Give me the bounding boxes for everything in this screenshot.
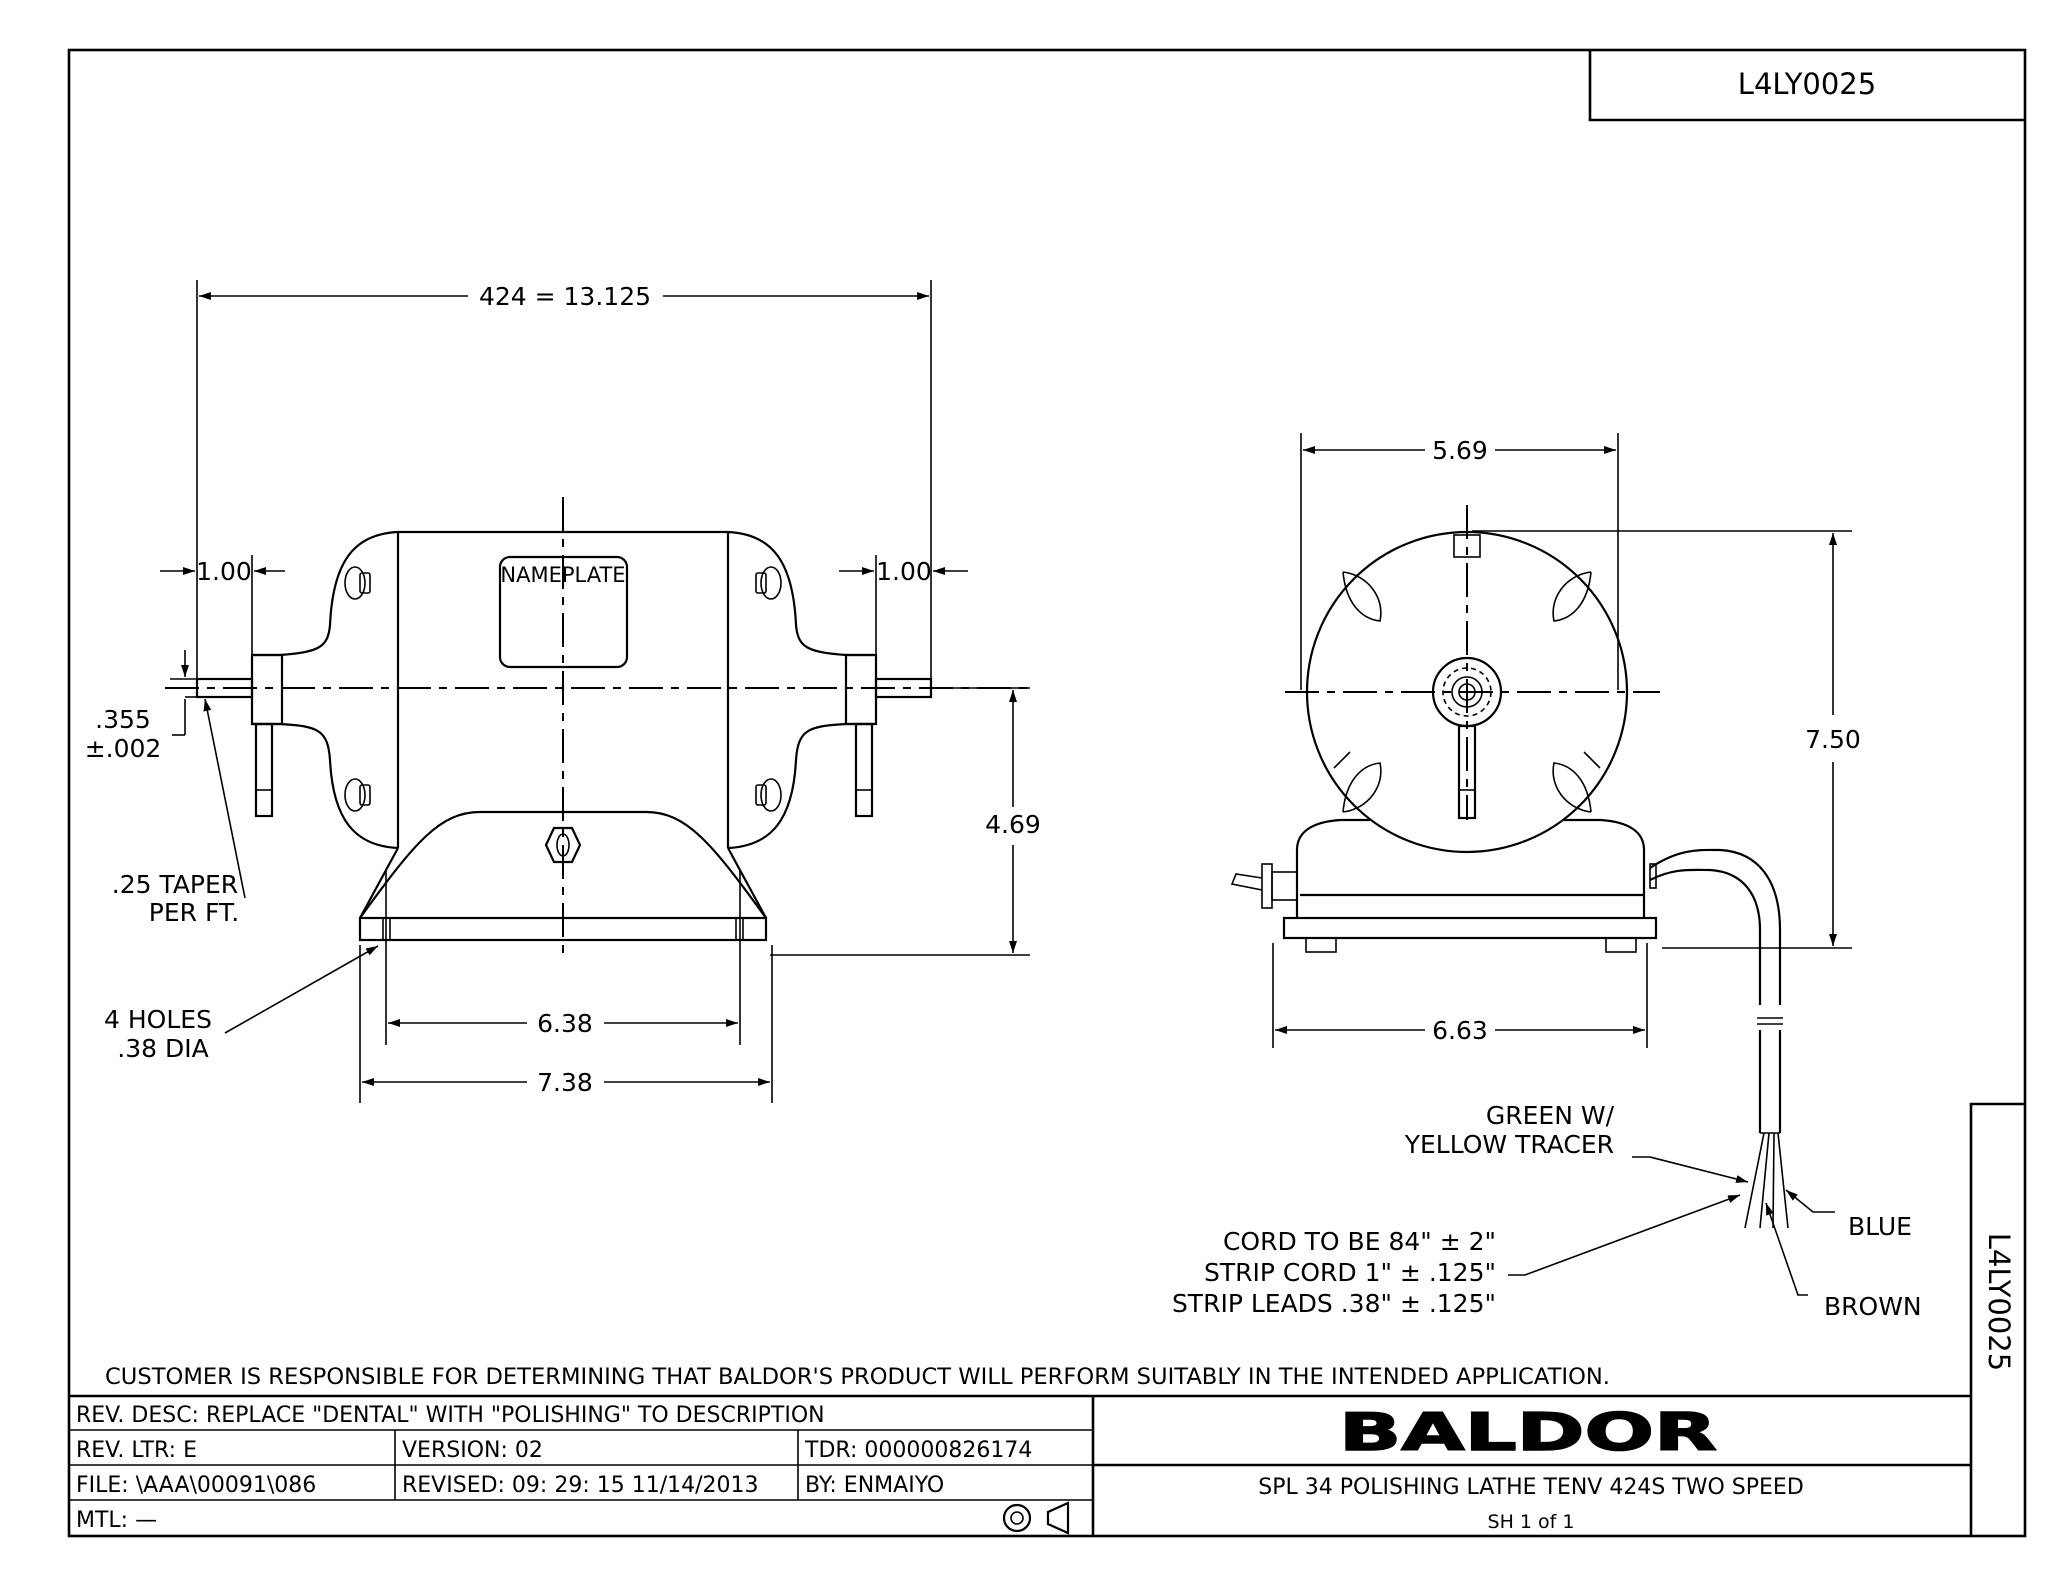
right-end-slots	[755, 566, 782, 812]
drawn-by: BY: ENMAIYO	[805, 1473, 944, 1498]
dim-shaft-left: 1.00	[160, 555, 285, 655]
tdr: TDR: 000000826174	[804, 1438, 1032, 1463]
revised-date: REVISED: 09: 29: 15 11/14/2013	[402, 1473, 759, 1498]
cord-note-2: STRIP CORD 1" ± .125"	[1204, 1258, 1496, 1287]
cord-note-1: CORD TO BE 84" ± 2"	[1223, 1227, 1496, 1256]
side-drawing-number: L4LY0025	[1982, 1233, 2016, 1371]
nameplate-label: NAMEPLATE	[500, 563, 625, 587]
dim-width-side: 5.69	[1300, 433, 1619, 690]
shaft-ext-left-label: 1.00	[196, 557, 252, 586]
sheet-number: SH 1 of 1	[1488, 1511, 1575, 1533]
file-path: FILE: \AAA\00091\086	[76, 1473, 316, 1498]
taper-label-1: .25 TAPER	[112, 870, 238, 899]
base-width-front-label: 7.38	[537, 1068, 593, 1097]
dim-overall-length: 424 = 13.125	[196, 280, 932, 680]
taper-note: .25 TAPER PER FT.	[112, 698, 246, 927]
end-bell-bosses	[1333, 571, 1601, 813]
nameplate: NAMEPLATE	[498, 555, 629, 669]
drawing-number: L4LY0025	[1738, 67, 1876, 101]
taper-label-2: PER FT.	[149, 898, 239, 927]
dim-height-side: 7.50	[1472, 530, 1861, 949]
material: MTL: —	[76, 1508, 157, 1533]
green-lead-label-1: GREEN W/	[1486, 1101, 1615, 1130]
version: VERSION: 02	[402, 1438, 543, 1463]
projection-symbol	[1002, 1501, 1070, 1535]
baldor-logo: BALDOR	[1339, 1403, 1717, 1463]
wiring-notes: GREEN W/ YELLOW TRACER BLUE BROWN CORD T…	[1172, 1101, 1922, 1321]
left-end-slots	[344, 566, 371, 812]
dim-shaft-right: 1.00	[839, 555, 968, 655]
rev-desc: REV. DESC: REPLACE "DENTAL" WITH "POLISH…	[76, 1403, 825, 1428]
hole-spacing-label: 6.38	[537, 1009, 593, 1038]
product-description: SPL 34 POLISHING LATHE TENV 424S TWO SPE…	[1258, 1475, 1804, 1500]
sheet-border	[67, 48, 2027, 1538]
shaft-end	[1431, 656, 1503, 820]
motor-body-front	[252, 530, 874, 850]
holes-note: 4 HOLES .38 DIA	[104, 945, 379, 1063]
brown-lead-label: BROWN	[1824, 1292, 1922, 1321]
shaft-dia-label-1: .355	[95, 705, 151, 734]
dim-height-front: 4.69	[770, 687, 1041, 956]
title-block: REV. DESC: REPLACE "DENTAL" WITH "POLISH…	[69, 1394, 1971, 1536]
holes-label-1: 4 HOLES	[104, 1005, 212, 1034]
shaft-dia-label-2: ±.002	[85, 734, 162, 763]
green-lead-label-2: YELLOW TRACER	[1404, 1130, 1614, 1159]
power-cord	[1649, 848, 1789, 1229]
switch-nut	[544, 826, 582, 864]
dim-hole-spacing: 6.38	[385, 870, 741, 1045]
left-flange-shaft	[195, 653, 284, 818]
drawing-number-box: L4LY0025	[1588, 50, 2025, 122]
side-view: 5.69 7.50 6.63 GREEN W/ YELLOW TRACER BL…	[1172, 433, 1922, 1321]
disclaimer: CUSTOMER IS RESPONSIBLE FOR DETERMINING …	[105, 1365, 1610, 1390]
height-side-label: 7.50	[1805, 725, 1861, 754]
dim-base-width-front: 7.38	[359, 945, 773, 1103]
base-width-side-label: 6.63	[1432, 1016, 1488, 1045]
dim-shaft-dia: .355 ±.002	[85, 650, 197, 763]
holes-label-2: .38 DIA	[117, 1034, 208, 1063]
side-number-box: L4LY0025	[1969, 1102, 2025, 1536]
front-view: NAMEPLATE	[85, 280, 1041, 1103]
dim-base-width-side: 6.63	[1272, 943, 1648, 1048]
base-front	[358, 810, 768, 942]
base-side	[1230, 818, 1658, 953]
end-bell-circle	[1305, 530, 1629, 854]
blue-lead-label: BLUE	[1848, 1212, 1912, 1241]
right-flange-shaft	[844, 653, 933, 818]
width-side-label: 5.69	[1432, 436, 1488, 465]
overall-length-label: 424 = 13.125	[479, 282, 651, 311]
height-front-label: 4.69	[985, 810, 1041, 839]
shaft-ext-right-label: 1.00	[876, 557, 932, 586]
rev-ltr: REV. LTR: E	[76, 1438, 197, 1463]
cord-note-3: STRIP LEADS .38" ± .125"	[1172, 1289, 1496, 1318]
